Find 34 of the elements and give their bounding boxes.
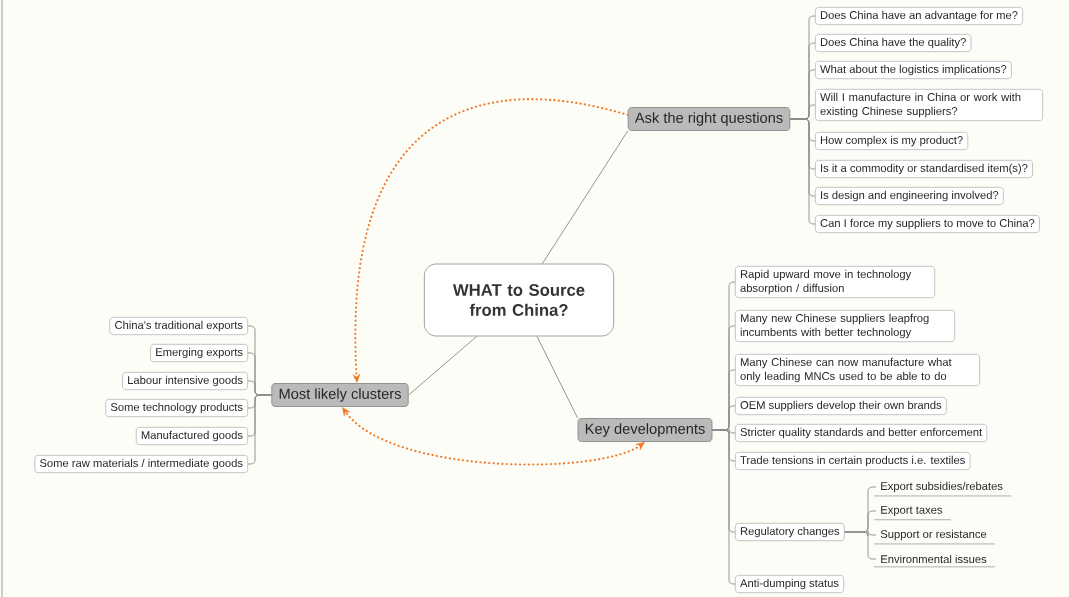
connector-line xyxy=(247,394,272,465)
topic-box: WHAT to Source from China? xyxy=(423,263,615,337)
topic-box: Does China have the quality? xyxy=(815,34,972,53)
topic-box: Stricter quality standards and better enforcement xyxy=(735,424,988,443)
topic-box: Will I manufacture in China or work with existing Chinese suppliers? xyxy=(815,89,1043,122)
connector-line xyxy=(408,335,478,396)
topic-box: Some technology products xyxy=(105,399,248,418)
branch-box: Ask the right questions xyxy=(627,107,791,131)
topic-box: Many new Chinese suppliers leapfrog incumbents with better technology xyxy=(735,310,955,343)
underlined-topic: Export taxes xyxy=(873,506,952,521)
topic-box: Regulatory changes xyxy=(735,523,845,542)
underlined-topic: Export subsidies/rebates xyxy=(873,481,1012,497)
underlined-topic: Environmental issues xyxy=(873,554,996,568)
topic-box: OEM suppliers develop their own brands xyxy=(735,397,947,416)
topic-box: Manufactured goods xyxy=(135,427,248,446)
topic-box: Anti-dumping status xyxy=(735,575,844,594)
connector-line xyxy=(536,335,579,419)
topic-box: What about the logistics implications? xyxy=(815,61,1012,80)
topic-box: Can I force my suppliers to move to China? xyxy=(815,215,1040,234)
topic-box: Is design and engineering involved? xyxy=(815,187,1004,206)
topic-box: How complex is my product? xyxy=(815,132,969,151)
topic-box: Rapid upward move in technology absorption / diffusion xyxy=(735,266,935,299)
branch-box: Most likely clusters xyxy=(271,383,409,407)
topic-box: Emerging exports xyxy=(150,344,248,363)
branch-box: Key developments xyxy=(577,418,713,442)
topic-box: China's traditional exports xyxy=(109,317,248,336)
topic-box: Is it a commodity or standardised item(s)? xyxy=(815,160,1033,179)
underlined-topic: Support or resistance xyxy=(873,529,996,545)
topic-box: Labour intensive goods xyxy=(122,372,248,391)
connector-line xyxy=(541,130,629,265)
topic-box: Many Chinese can now manufacture what only leading MNCs used to be able to do xyxy=(735,354,980,387)
topic-box: Does China have an advantage for me? xyxy=(815,7,1023,26)
topic-box: Some raw materials / intermediate goods xyxy=(34,455,248,474)
topic-box: Trade tensions in certain products i.e. textiles xyxy=(735,452,971,471)
